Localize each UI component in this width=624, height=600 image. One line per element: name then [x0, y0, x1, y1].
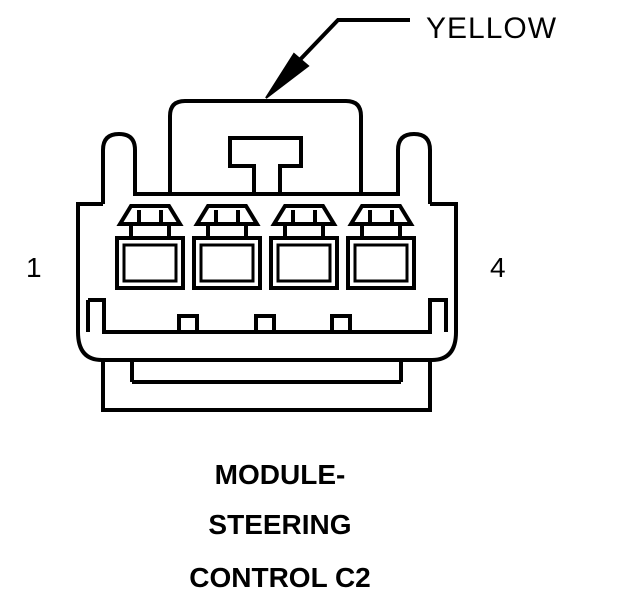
connector-title-line-2: STEERING [208, 509, 352, 540]
terminal-cavity-outer [346, 236, 416, 290]
terminal-cavity-inner [353, 243, 409, 283]
terminal-cavity-3 [269, 204, 339, 290]
terminal-latch [347, 204, 415, 238]
terminal-cavity-inner [276, 243, 332, 283]
connector-title-line-3: CONTROL C2 [189, 562, 371, 593]
terminal-cavity-inner [199, 243, 255, 283]
wire-color-label: YELLOW [426, 12, 558, 45]
rail-tab-3 [330, 314, 352, 334]
callout-arrowhead [265, 52, 310, 99]
connector-base [101, 358, 432, 412]
pin-number-last: 4 [490, 252, 506, 283]
rail-tab-1 [177, 314, 199, 334]
terminal-latch [270, 204, 338, 238]
connector-title-line-1: MODULE- [214, 459, 346, 490]
terminal-cavity-inner [122, 243, 178, 283]
terminal-cavity-1 [115, 204, 185, 290]
terminal-latch [116, 204, 184, 238]
terminal-cavity-2 [192, 204, 262, 290]
connector-latch [168, 99, 363, 194]
terminal-latch [193, 204, 261, 238]
terminal-cavity-4 [346, 204, 416, 290]
connector-rail [88, 298, 448, 334]
pin-number-first: 1 [26, 252, 42, 283]
terminal-cavity-outer [115, 236, 185, 290]
terminal-cavity-outer [192, 236, 262, 290]
terminal-cavity-outer [269, 236, 339, 290]
callout-leader-line [292, 18, 410, 68]
connector-key [228, 136, 303, 196]
rail-tab-2 [254, 314, 276, 334]
